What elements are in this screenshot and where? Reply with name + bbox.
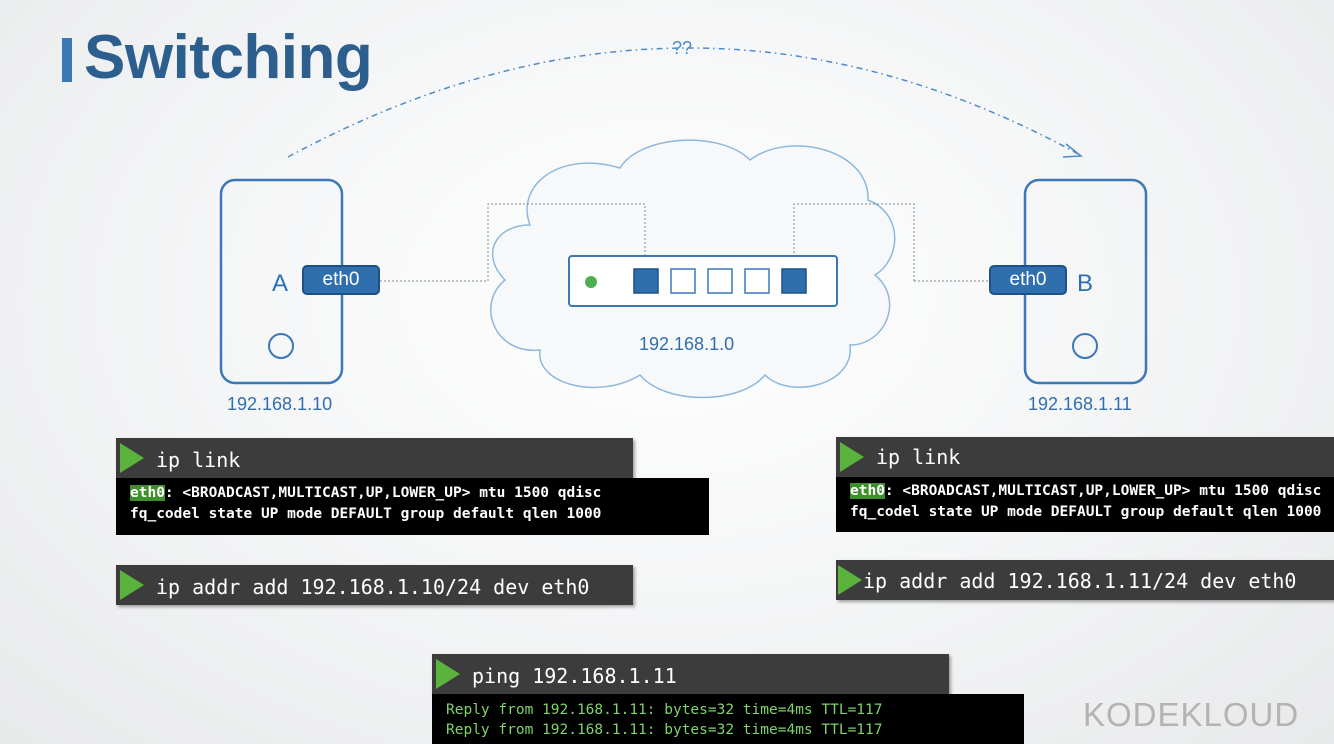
unknown-label: ?? bbox=[672, 38, 693, 58]
host-b-eth0-interface: eth0 bbox=[989, 265, 1067, 295]
command-text: ip addr add 192.168.1.10/24 dev eth0 bbox=[156, 575, 590, 599]
host-b-ip-link-command: ip link bbox=[836, 437, 1334, 477]
switch-port-4 bbox=[744, 268, 770, 294]
command-text: ip link bbox=[876, 445, 961, 469]
page-title: Switching bbox=[84, 23, 373, 92]
switch-power-led bbox=[585, 276, 597, 288]
host-a-ip-addr-command: ip addr add 192.168.1.10/24 dev eth0 bbox=[116, 565, 633, 605]
output-line-1-rest: : <BROADCAST,MULTICAST,UP,LOWER_UP> mtu … bbox=[884, 483, 1322, 499]
command-text: ip link bbox=[156, 448, 241, 472]
switch-port-3 bbox=[707, 268, 733, 294]
arc-arrowhead bbox=[1062, 143, 1084, 158]
host-a-ip-link-command: ip link bbox=[116, 438, 633, 478]
ping-output: Reply from 192.168.1.11: bytes=32 time=4… bbox=[432, 694, 1024, 744]
switch-port-2 bbox=[670, 268, 696, 294]
cable-b-to-switch bbox=[793, 203, 915, 281]
iface-highlight: eth0 bbox=[130, 485, 165, 501]
ping-reply-line: Reply from 192.168.1.11: bytes=32 time=4… bbox=[446, 702, 883, 718]
play-icon bbox=[838, 565, 862, 595]
host-a-eth0-interface: eth0 bbox=[302, 265, 380, 295]
command-text: ping 192.168.1.11 bbox=[472, 664, 677, 688]
output-line-2: fq_codel state UP mode DEFAULT group def… bbox=[130, 506, 602, 522]
iface-highlight: eth0 bbox=[850, 483, 885, 499]
unknown-connection-arc bbox=[287, 47, 1081, 158]
play-icon bbox=[840, 442, 864, 472]
play-icon bbox=[120, 443, 144, 473]
host-b-ip: 192.168.1.11 bbox=[1028, 394, 1132, 414]
host-a-ip-link-output: eth0: <BROADCAST,MULTICAST,UP,LOWER_UP> … bbox=[116, 478, 709, 535]
output-line-1: eth0: <BROADCAST,MULTICAST,UP,LOWER_UP> … bbox=[850, 481, 1334, 502]
output-line-1: eth0: <BROADCAST,MULTICAST,UP,LOWER_UP> … bbox=[130, 483, 709, 504]
title-accent-bar bbox=[62, 38, 72, 82]
network-address: 192.168.1.0 bbox=[639, 334, 735, 354]
command-text: ip addr add 192.168.1.11/24 dev eth0 bbox=[863, 569, 1297, 593]
switch-port-1 bbox=[633, 268, 659, 294]
host-b-ip-addr-command: ip addr add 192.168.1.11/24 dev eth0 bbox=[836, 560, 1334, 600]
switch-port-5 bbox=[781, 268, 807, 294]
host-b-ip-link-output: eth0: <BROADCAST,MULTICAST,UP,LOWER_UP> … bbox=[836, 477, 1334, 532]
play-icon bbox=[120, 570, 144, 600]
play-icon bbox=[436, 659, 460, 689]
cable-a-to-switch bbox=[487, 203, 646, 281]
ping-command: ping 192.168.1.11 bbox=[432, 654, 949, 694]
host-b-indicator bbox=[1072, 333, 1098, 359]
host-b-label: B bbox=[1077, 270, 1094, 297]
ping-reply-line: Reply from 192.168.1.11: bytes=32 time=4… bbox=[446, 722, 883, 738]
host-a-ip: 192.168.1.10 bbox=[227, 394, 333, 414]
host-a-indicator bbox=[268, 333, 294, 359]
output-line-2: fq_codel state UP mode DEFAULT group def… bbox=[850, 504, 1322, 520]
host-a-label: A bbox=[272, 270, 289, 297]
kodekloud-logo: KODEKLOUD bbox=[1083, 696, 1300, 733]
output-line-1-rest: : <BROADCAST,MULTICAST,UP,LOWER_UP> mtu … bbox=[164, 485, 602, 501]
